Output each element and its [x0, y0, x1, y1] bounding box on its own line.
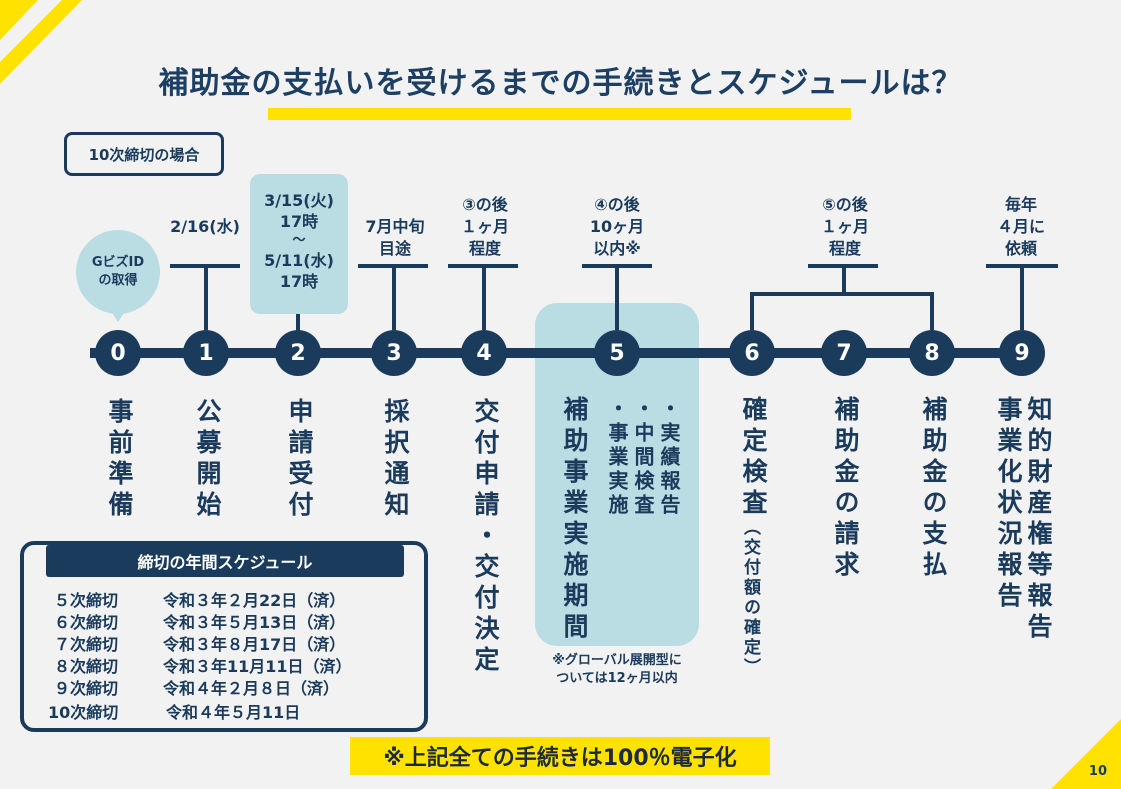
- title-underline: [268, 108, 851, 120]
- corner-stripe-top-left: [0, 0, 82, 84]
- step-above-line: 17時: [279, 212, 319, 231]
- gbiz-id-bubble: GビズID の取得: [76, 230, 160, 314]
- step-above-line: 〜: [292, 233, 306, 248]
- schedule-row-date: 令和４年５月11日: [166, 703, 301, 722]
- step-above-line: ⑤の後: [822, 195, 868, 214]
- page-title: 補助金の支払いを受けるまでの手続きとスケジュールは？: [158, 66, 963, 101]
- step4-date: ③の後 １ヶ月 程度: [440, 194, 530, 260]
- step-above-line: ４月に: [996, 217, 1045, 236]
- step5-sub-interim-inspection: ・中間検査: [631, 398, 655, 518]
- step9-label-business: 事業化状況報告: [994, 396, 1023, 613]
- footer-banner: ※上記全ての手続きは100％電子化: [350, 737, 770, 775]
- bubble-tail: [109, 308, 127, 322]
- case-label: 10次締切の場合: [64, 132, 224, 176]
- connector-stem: [392, 264, 396, 330]
- page-number: 10: [1088, 764, 1107, 779]
- schedule-row-date: 令和３年５月13日（済）: [163, 613, 346, 632]
- schedule-row-date: 令和３年２月22日（済）: [163, 591, 346, 610]
- corner-triangle-bottom-right: [1051, 719, 1121, 789]
- step2-date: 3/15(火) 17時 〜 5/11(水) 17時: [250, 190, 348, 292]
- step-node-4: 4: [461, 330, 507, 376]
- note-line: ※グローバル展開型に: [552, 653, 682, 668]
- step7-label: 補助金の請求: [831, 396, 860, 582]
- step-above-line: 程度: [468, 239, 501, 258]
- schedule-row-name: ９次締切: [54, 679, 119, 698]
- timeline-bar: [90, 348, 1034, 358]
- step-node-7: 7: [821, 330, 867, 376]
- connector-stem: [204, 264, 208, 330]
- step-above-line: 依頼: [1004, 239, 1037, 258]
- step-node-8: 8: [909, 330, 955, 376]
- gbiz-line: の取得: [98, 273, 138, 288]
- step5-sub-implementation: ・事業実施: [605, 398, 629, 518]
- connector-bracket: [750, 292, 934, 296]
- connector-stem: [296, 314, 300, 332]
- global-note: ※グローバル展開型に ついては12ヶ月以内: [535, 652, 699, 688]
- step9-label-ip: 知的財産権等報告: [1024, 396, 1053, 644]
- schedule-row-name: ６次締切: [54, 613, 119, 632]
- step-node-2: 2: [275, 330, 321, 376]
- step8-label: 補助金の支払: [919, 396, 948, 582]
- connector-stem: [930, 292, 934, 330]
- step6-label-sub: （交付額の確定）: [740, 518, 760, 678]
- step5-label: 補助事業実施期間: [560, 396, 589, 644]
- schedule-row-name: ８次締切: [54, 657, 119, 676]
- step0-label: 事前準備: [105, 398, 134, 522]
- step-above-line: 3/15(火): [264, 191, 334, 210]
- schedule-row-date: 令和３年11月11日（済）: [163, 657, 352, 676]
- schedule-heading: 締切の年間スケジュール: [46, 545, 404, 577]
- schedule-row-name: 10次締切: [48, 703, 119, 722]
- step3-date: 7月中旬 目途: [350, 216, 440, 260]
- connector-stem: [1020, 264, 1024, 330]
- connector-stem: [615, 264, 619, 330]
- step-above-line: 10ヶ月: [589, 217, 645, 236]
- step2-label: 申請受付: [285, 398, 314, 522]
- connector-stem: [750, 292, 754, 330]
- step-above-line: 17時: [279, 272, 319, 291]
- step-above-line: 以内※: [593, 239, 641, 258]
- step4-label: 交付申請・交付決定: [471, 398, 500, 677]
- step-above-line: 5/11(水): [264, 251, 334, 270]
- step-node-6: 6: [729, 330, 775, 376]
- step-node-0: 0: [95, 330, 141, 376]
- schedule-row-name: ５次締切: [54, 591, 119, 610]
- step9-date: 毎年 ４月に 依頼: [976, 194, 1066, 260]
- connector-stem: [842, 264, 846, 294]
- connector-stem: [482, 264, 486, 330]
- schedule-row-date: 令和３年８月17日（済）: [163, 635, 346, 654]
- step-above-line: ③の後: [462, 195, 508, 214]
- step-node-1: 1: [183, 330, 229, 376]
- step-above-line: ④の後: [594, 195, 640, 214]
- step-above-line: 目途: [378, 239, 411, 258]
- step-node-3: 3: [371, 330, 417, 376]
- schedule-row-name: ７次締切: [54, 635, 119, 654]
- step2-highlight: [250, 174, 348, 314]
- note-line: ついては12ヶ月以内: [556, 671, 678, 686]
- step-above-line: 2/16(水): [170, 217, 240, 236]
- schedule-row-date: 令和４年２月８日（済）: [163, 679, 340, 698]
- step3-label: 採択通知: [381, 398, 410, 522]
- step-above-line: 7月中旬: [365, 217, 425, 236]
- step5-sub-results-report: ・実績報告: [657, 398, 681, 518]
- step1-label: 公募開始: [193, 398, 222, 522]
- step-above-line: １ヶ月: [460, 217, 509, 236]
- gbiz-line: GビズID: [91, 255, 145, 270]
- step-above-line: １ヶ月: [820, 217, 869, 236]
- step-above-line: 毎年: [1004, 195, 1037, 214]
- step-node-5: 5: [594, 330, 640, 376]
- step-above-line: 程度: [828, 239, 861, 258]
- step5-date: ④の後 10ヶ月 以内※: [572, 194, 662, 260]
- step-node-9: 9: [999, 330, 1045, 376]
- step6-label: 確定検査: [739, 396, 768, 520]
- step1-date: 2/16(水): [160, 216, 250, 238]
- step7-date: ⑤の後 １ヶ月 程度: [800, 194, 890, 260]
